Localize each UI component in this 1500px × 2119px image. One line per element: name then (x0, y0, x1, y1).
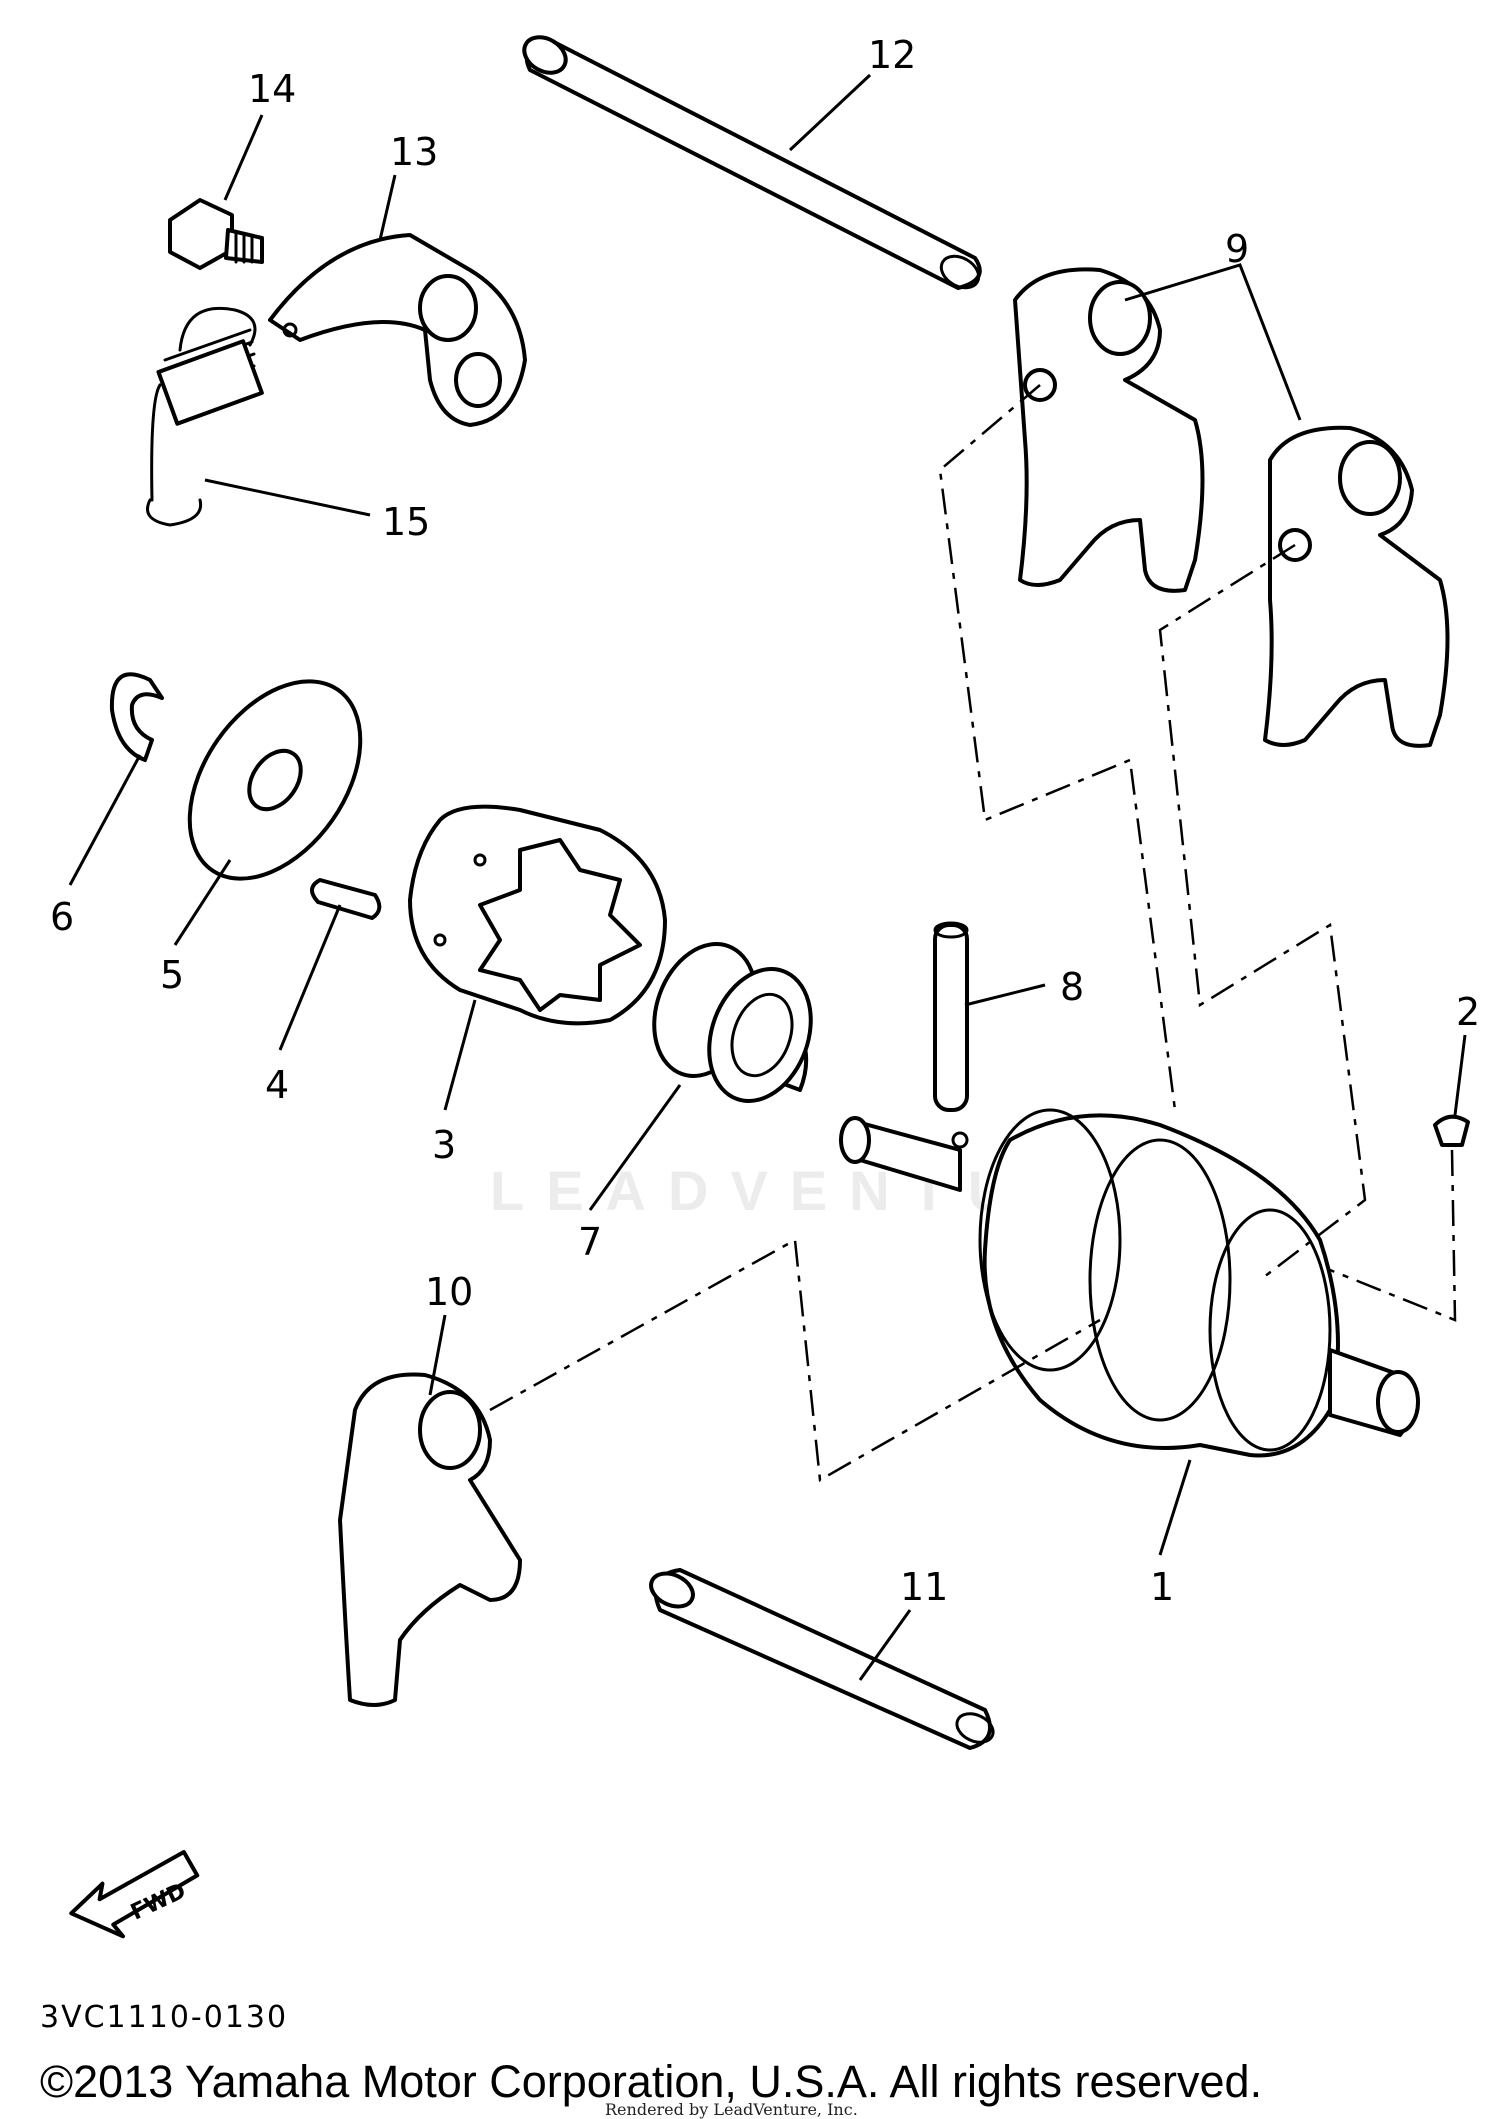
leader-8 (964, 983, 1046, 1007)
leader-5 (173, 859, 232, 946)
pin-2[interactable] (1433, 1114, 1470, 1147)
shift-fork-9b[interactable] (1263, 425, 1450, 748)
callout-8: 8 (1060, 965, 1084, 1009)
pin-4[interactable] (310, 878, 382, 920)
callout-6: 6 (50, 895, 74, 939)
leader-6 (68, 754, 142, 886)
callout-12: 12 (868, 33, 916, 77)
callout-9: 9 (1225, 227, 1249, 271)
shift-rod-11[interactable] (646, 1567, 998, 1750)
leader-13 (378, 174, 397, 241)
callout-7: 7 (578, 1220, 602, 1264)
leader-15 (204, 478, 371, 517)
bearing-7[interactable] (637, 930, 829, 1116)
render-credit: Rendered by LeadVenture, Inc. (605, 2100, 858, 2119)
shift-fork-10[interactable] (338, 1372, 522, 1707)
leader-9 (1124, 263, 1302, 421)
leader-2 (1453, 1034, 1467, 1116)
shift-fork-9a[interactable] (1013, 267, 1205, 593)
callout-13: 13 (390, 130, 438, 174)
leader-10 (428, 1314, 447, 1396)
leader-7 (588, 1084, 682, 1211)
callout-14: 14 (248, 67, 296, 111)
assembly-line-fork9a (938, 384, 1177, 1111)
leader-1 (1158, 1459, 1192, 1556)
circlip-6[interactable] (109, 672, 164, 762)
callout-2: 2 (1456, 990, 1480, 1034)
shift-drum-1[interactable] (839, 1108, 1420, 1458)
leader-12 (788, 73, 872, 152)
assembly-line-pin2 (1329, 1149, 1457, 1322)
diagram-code: 3VC1110-0130 (40, 2000, 289, 2035)
shift-lever-13[interactable] (268, 233, 527, 427)
assembly-line-fork9b (1158, 543, 1367, 1281)
callout-3: 3 (432, 1123, 456, 1167)
pin-8[interactable] (933, 921, 969, 1112)
shift-rod-12[interactable] (518, 30, 984, 294)
segment-3[interactable] (408, 804, 667, 1026)
assembly-line-fork10 (489, 1237, 1101, 1483)
copyright-notice: ©2013 Yamaha Motor Corporation, U.S.A. A… (40, 2056, 1263, 2107)
callout-11: 11 (900, 1565, 948, 1609)
leader-11 (858, 1609, 912, 1681)
callout-1: 1 (1150, 1565, 1174, 1609)
washer-5[interactable] (155, 650, 396, 911)
leader-3 (443, 999, 477, 1111)
fwd-arrow-icon: FWD (69, 1850, 200, 1939)
callout-4: 4 (265, 1063, 289, 1107)
callout-10: 10 (425, 1270, 473, 1314)
callout-5: 5 (160, 953, 184, 997)
spring-15[interactable] (146, 306, 264, 527)
leader-4 (278, 904, 342, 1051)
callout-15: 15 (382, 500, 430, 544)
bolt-14[interactable] (168, 198, 264, 270)
leader-14 (223, 114, 264, 201)
